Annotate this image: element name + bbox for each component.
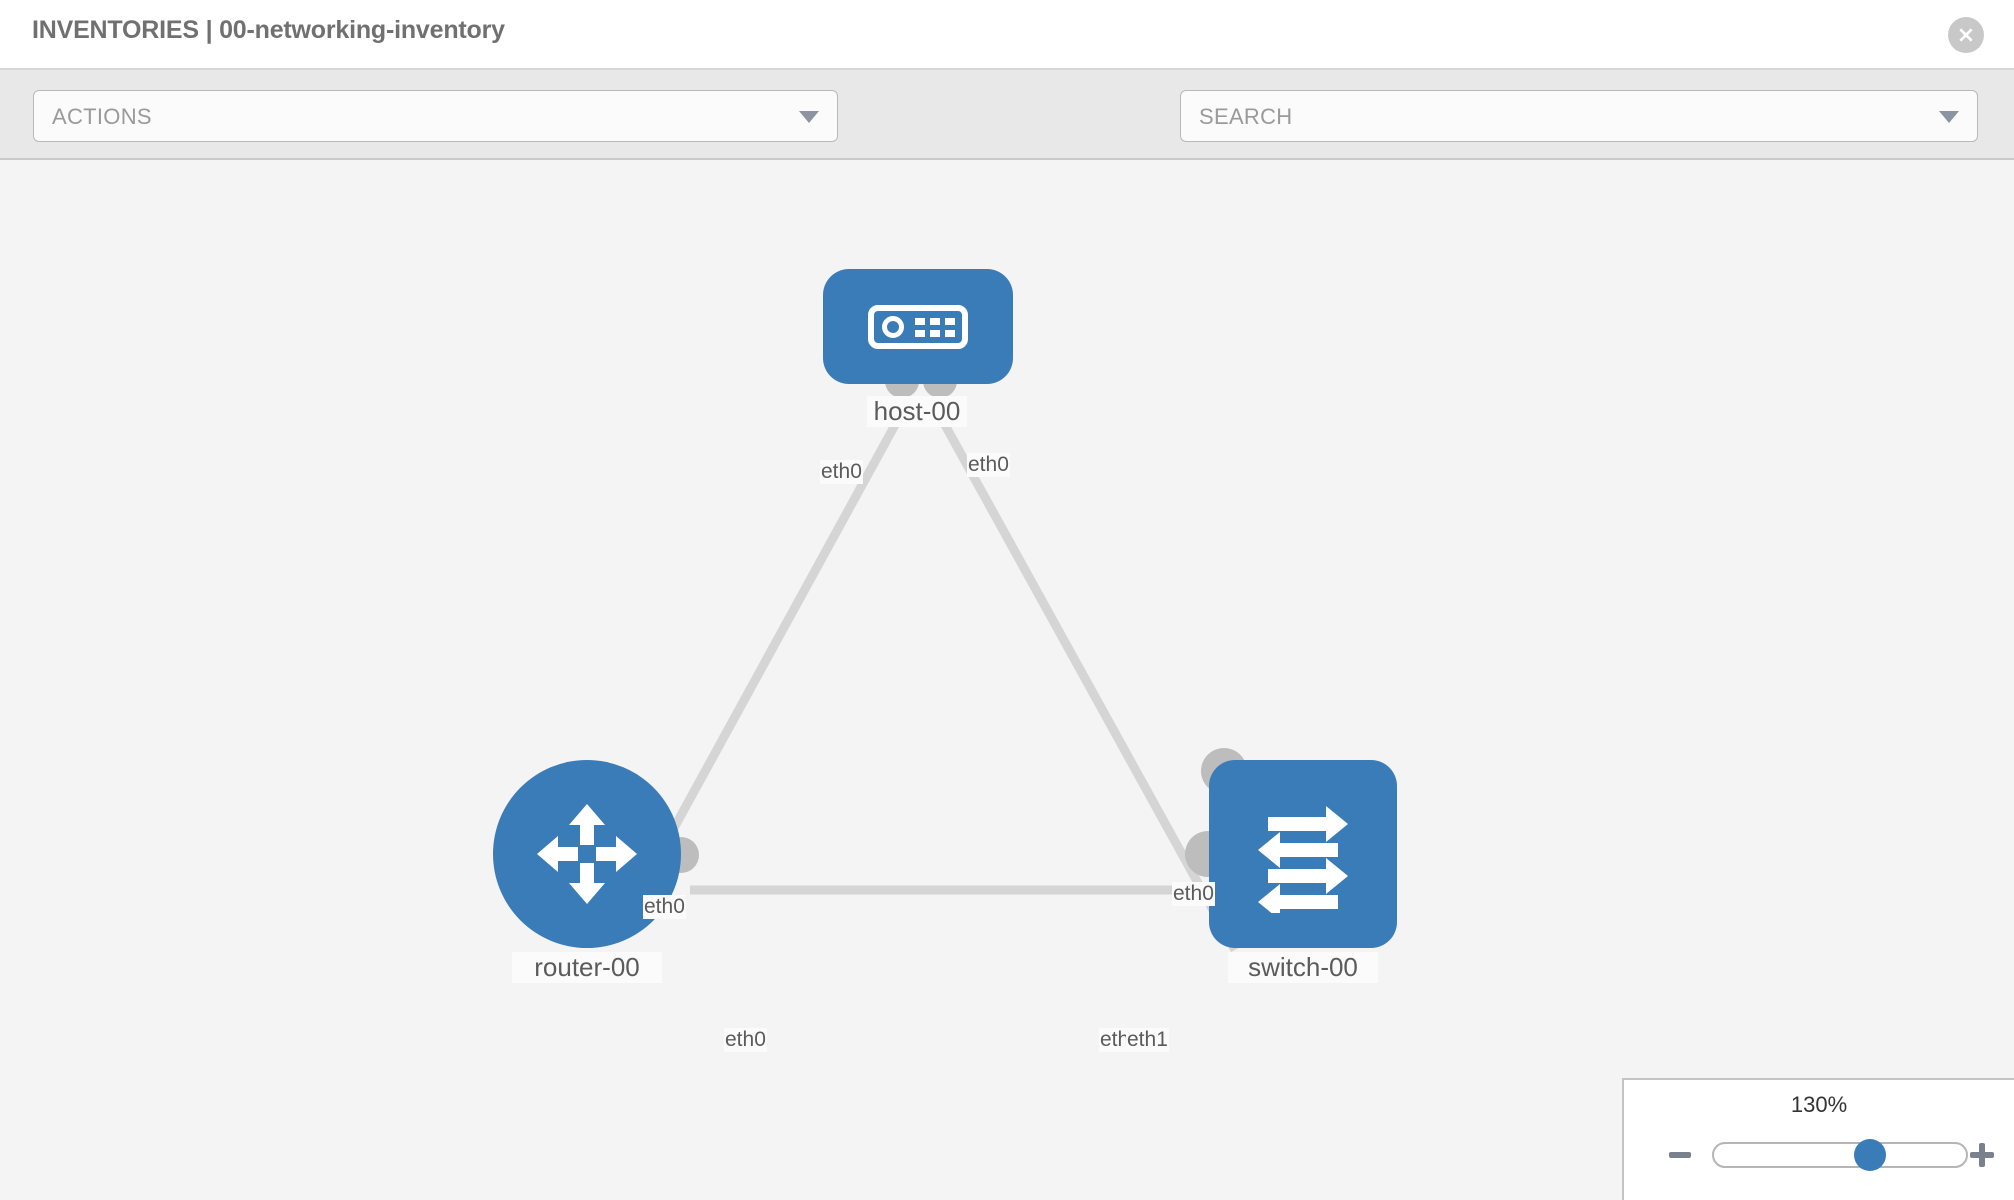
node-router-00-label: router-00 xyxy=(512,952,662,983)
toolbar: ACTIONS SEARCH xyxy=(0,70,2014,200)
port-label-switch-top: eth0 xyxy=(1172,882,1215,906)
link-host-switch[interactable] xyxy=(941,422,1239,953)
node-switch-00[interactable]: switch-00 xyxy=(1185,748,1397,983)
port-label-switch-left: eth1 xyxy=(1126,1028,1169,1052)
plus-icon xyxy=(1970,1143,1994,1167)
node-host-00-label: host-00 xyxy=(867,396,967,427)
search-chevron-down-icon[interactable] xyxy=(1939,111,1959,123)
search-input[interactable]: SEARCH xyxy=(1180,90,1978,142)
search-placeholder: SEARCH xyxy=(1199,104,1293,129)
zoom-control-panel: 130% xyxy=(1622,1078,2014,1200)
actions-dropdown-label: ACTIONS xyxy=(52,104,152,129)
chevron-down-icon xyxy=(799,111,819,123)
node-switch-00-shape[interactable] xyxy=(1209,760,1397,948)
close-button[interactable] xyxy=(1948,17,1984,53)
topology-canvas[interactable]: host-00 eth0 eth0 router-00 xyxy=(0,160,2014,1200)
page-header: INVENTORIES | 00-networking-inventory xyxy=(0,0,2014,70)
zoom-in-button[interactable] xyxy=(1962,1135,2002,1175)
zoom-slider-track[interactable] xyxy=(1712,1139,1968,1171)
switch-icon xyxy=(1258,806,1348,913)
zoom-slider-row xyxy=(1624,1132,2014,1178)
zoom-level-value: 130% xyxy=(1790,1092,1848,1117)
node-router-00[interactable]: router-00 xyxy=(493,760,699,983)
node-switch-00-label: switch-00 xyxy=(1228,952,1378,983)
zoom-out-button[interactable] xyxy=(1660,1135,1700,1175)
actions-dropdown[interactable]: ACTIONS xyxy=(33,90,838,142)
server-icon xyxy=(868,304,968,349)
link-host-router[interactable] xyxy=(636,422,899,893)
port-label-router-right: eth0 xyxy=(724,1028,767,1052)
zoom-slider-thumb[interactable] xyxy=(1854,1139,1887,1171)
minus-icon xyxy=(1669,1152,1691,1158)
page-title: INVENTORIES | 00-networking-inventory xyxy=(32,16,505,44)
router-icon xyxy=(537,804,637,904)
node-host-00-shape[interactable] xyxy=(823,269,1013,384)
close-icon xyxy=(1959,28,1973,42)
port-label-host-left: eth0 xyxy=(820,460,863,484)
node-router-00-shape[interactable] xyxy=(493,760,681,948)
node-host-00[interactable]: host-00 xyxy=(823,269,1013,427)
port-label-host-right: eth0 xyxy=(967,453,1010,477)
port-label-router-top: eth0 xyxy=(643,895,686,919)
